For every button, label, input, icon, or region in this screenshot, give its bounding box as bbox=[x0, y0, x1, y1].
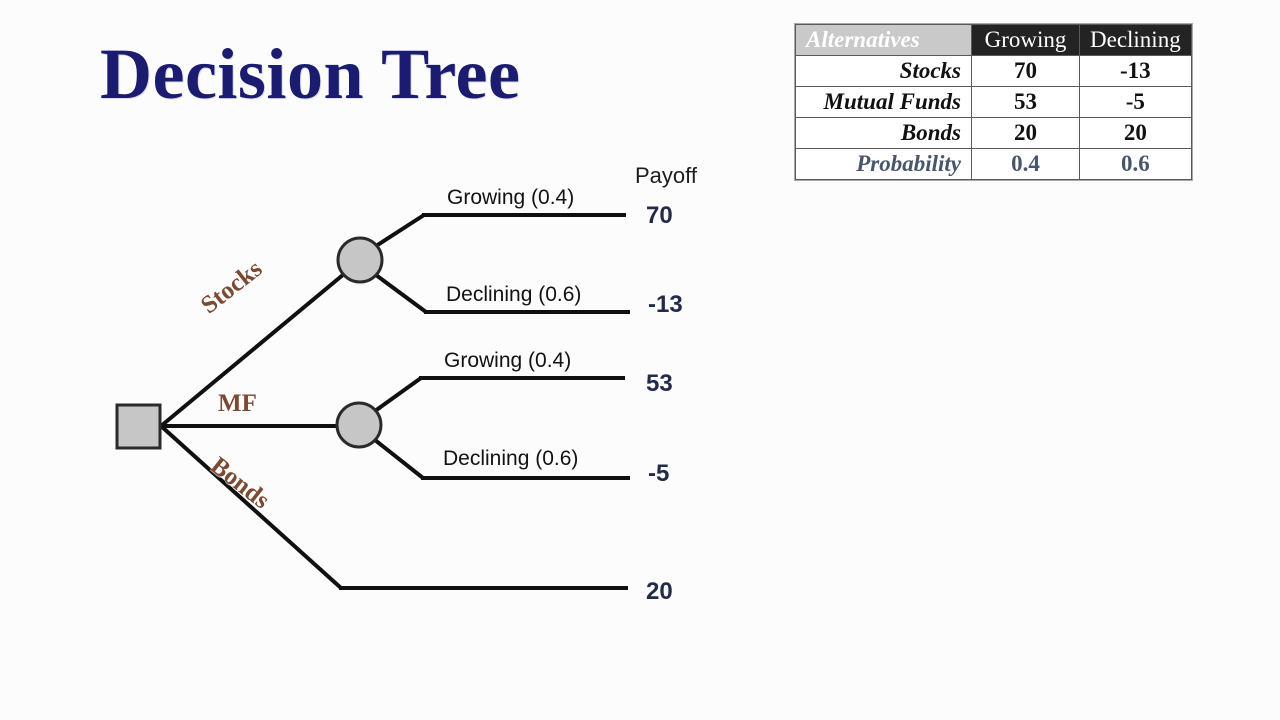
state-label-mf-growing: Growing (0.4) bbox=[444, 349, 572, 372]
state-label-mf-declining: Declining (0.6) bbox=[443, 447, 579, 470]
table-header-alternatives: Alternatives bbox=[795, 24, 972, 56]
payoff-value-stocks-declining: -13 bbox=[648, 291, 683, 318]
payoff-value-mf-declining: -5 bbox=[648, 460, 670, 487]
table-header-growing: Growing bbox=[971, 24, 1080, 56]
table-cell-growing: 0.4 bbox=[971, 148, 1080, 180]
table-row: Stocks 70 -13 bbox=[795, 55, 1192, 87]
table-cell-declining: 20 bbox=[1079, 117, 1192, 149]
state-label-stocks-growing: Growing (0.4) bbox=[447, 186, 575, 209]
table-header-row: Alternatives Growing Declining bbox=[795, 24, 1192, 56]
state-label-stocks-declining: Declining (0.6) bbox=[446, 283, 582, 306]
branch-line-stocks-growing bbox=[374, 213, 426, 248]
chance-node-mf bbox=[335, 401, 383, 449]
table-cell-declining: -5 bbox=[1079, 86, 1192, 118]
table-cell-declining: -13 bbox=[1079, 55, 1192, 87]
chance-node-stocks bbox=[336, 236, 384, 284]
table-cell-growing: 70 bbox=[971, 55, 1080, 87]
table-cell-alternative: Stocks bbox=[795, 55, 972, 87]
table-header-declining: Declining bbox=[1079, 24, 1192, 56]
payoff-heading: Payoff bbox=[635, 163, 697, 188]
payoff-value-mf-growing: 53 bbox=[646, 370, 673, 397]
branch-line-stocks-declining bbox=[374, 273, 428, 314]
payoff-value-bonds: 20 bbox=[646, 578, 673, 605]
table-cell-alternative: Bonds bbox=[795, 117, 972, 149]
table-cell-alternative: Probability bbox=[795, 148, 972, 180]
table-cell-growing: 20 bbox=[971, 117, 1080, 149]
decision-node bbox=[115, 403, 162, 450]
table-cell-growing: 53 bbox=[971, 86, 1080, 118]
payoff-table: Alternatives Growing Declining Stocks 70… bbox=[795, 24, 1192, 180]
branch-line-mf-growing bbox=[373, 376, 423, 413]
branch-label-mf: MF bbox=[218, 390, 257, 417]
branch-line-bonds bbox=[159, 424, 343, 590]
table-row: Bonds 20 20 bbox=[795, 117, 1192, 149]
payoff-value-stocks-growing: 70 bbox=[646, 202, 673, 229]
table-cell-declining: 0.6 bbox=[1079, 148, 1192, 180]
table-row-probability: Probability 0.4 0.6 bbox=[795, 148, 1192, 180]
table-cell-alternative: Mutual Funds bbox=[795, 86, 972, 118]
table-row: Mutual Funds 53 -5 bbox=[795, 86, 1192, 118]
page-title: Decision Tree bbox=[100, 34, 521, 114]
branch-line-mf-declining bbox=[373, 438, 425, 480]
branch-line-stocks bbox=[159, 272, 346, 428]
